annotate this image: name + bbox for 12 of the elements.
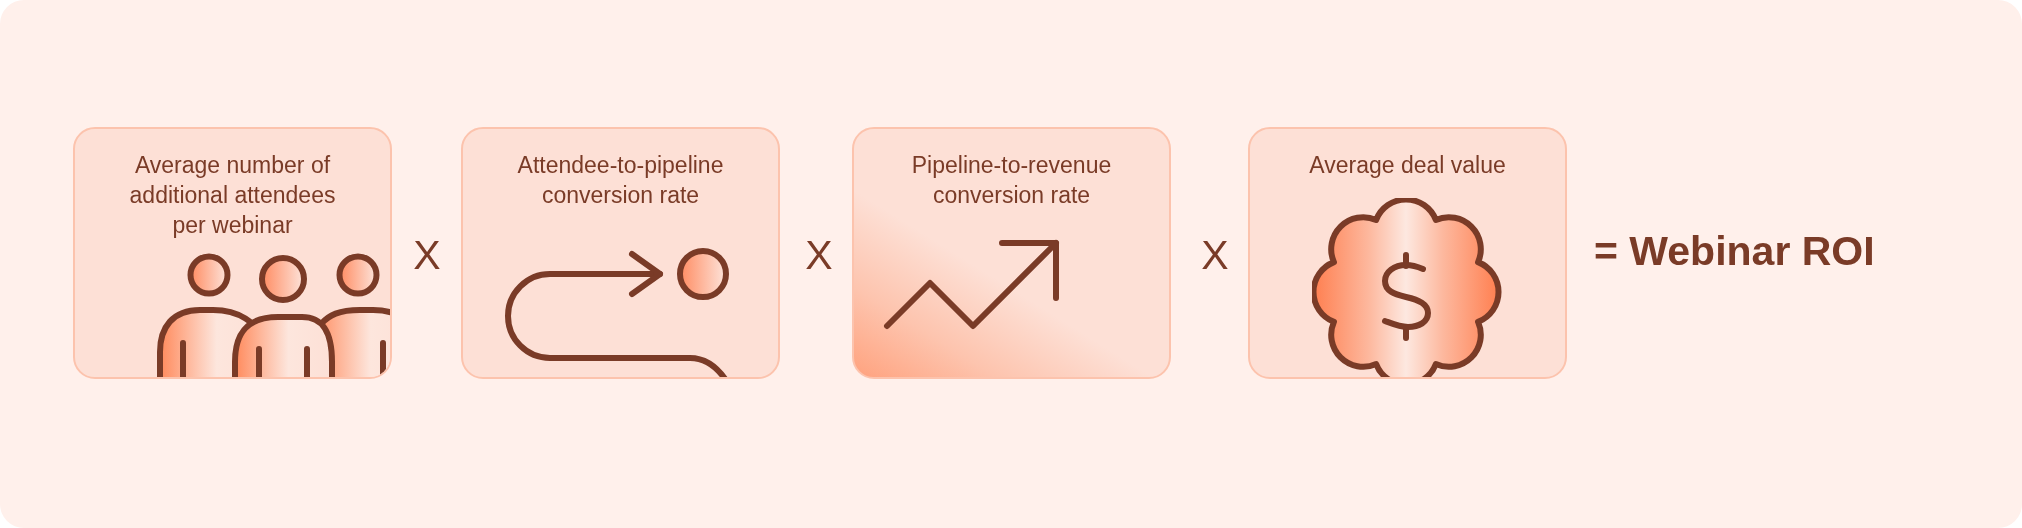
metric-card — [852, 127, 1171, 379]
metric-label: Average number of additional attendees per webinar — [128, 151, 337, 240]
metric-card — [1248, 127, 1567, 379]
metric-card — [73, 127, 392, 379]
multiply-sign: X — [1201, 235, 1229, 276]
result-label: = Webinar ROI — [1594, 231, 1875, 272]
metric-label: Attendee-to-pipeline conversion rate — [516, 151, 725, 210]
metric-card — [461, 127, 780, 379]
metric-label: Average deal value — [1309, 151, 1506, 180]
multiply-sign: X — [805, 235, 833, 276]
metric-label: Pipeline-to-revenue conversion rate — [910, 151, 1113, 210]
multiply-sign: X — [413, 235, 441, 276]
